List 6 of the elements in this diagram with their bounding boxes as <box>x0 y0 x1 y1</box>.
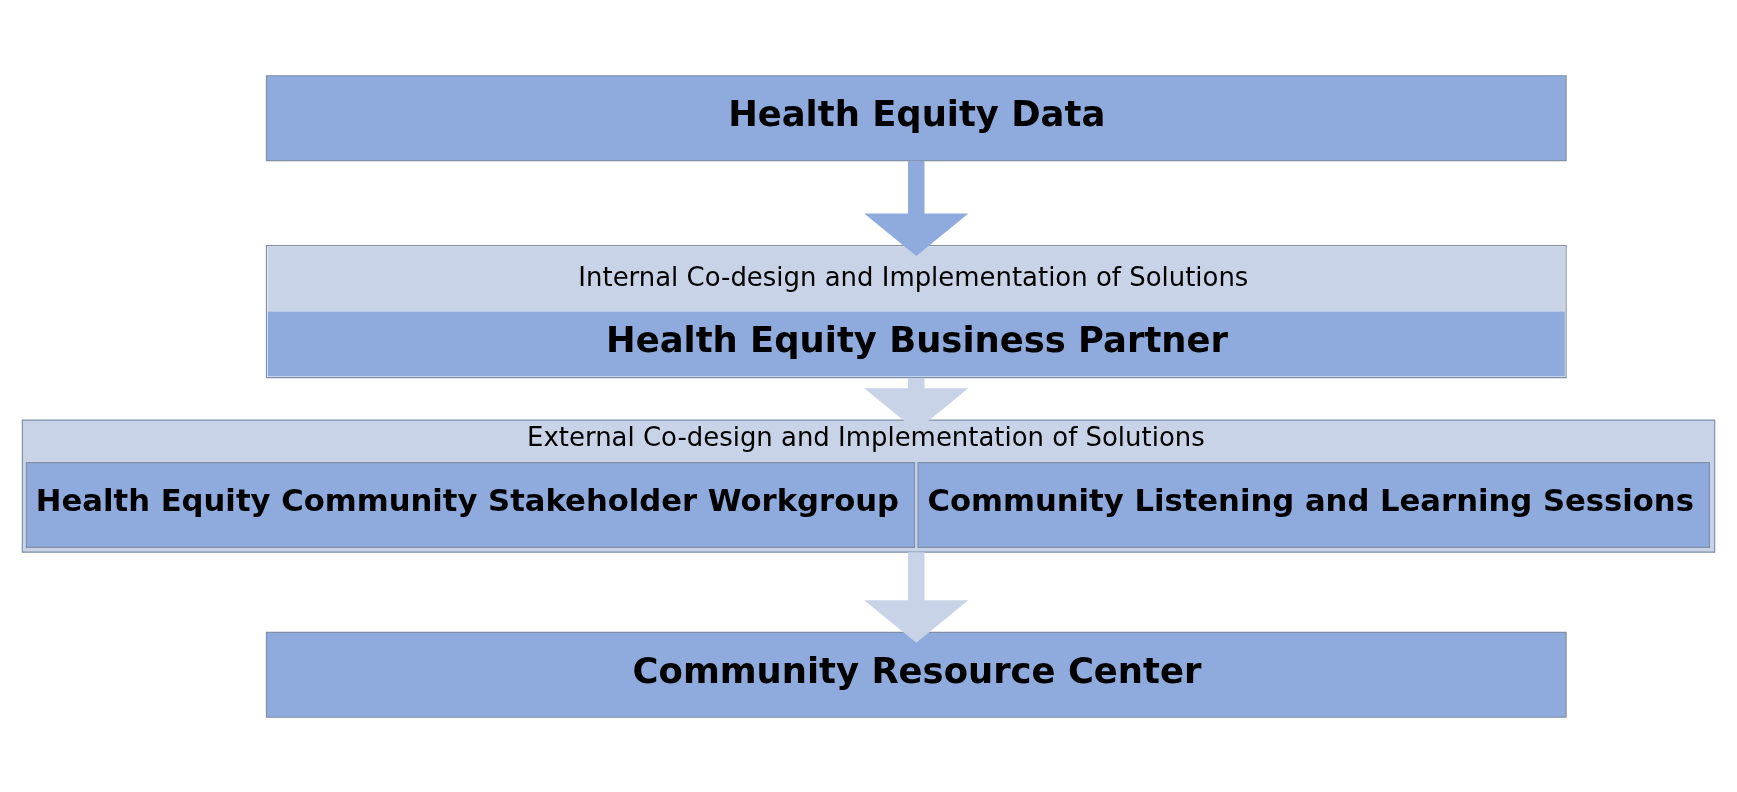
arrow <box>864 160 969 256</box>
node-box: Community Resource Center <box>265 631 1567 718</box>
node-box: Health Equity Community Stakeholder Workgroup <box>25 461 916 548</box>
arrow <box>864 551 969 643</box>
node-box: Community Listening and Learning Sessions <box>917 461 1710 548</box>
node-box: Health Equity Data <box>265 74 1567 161</box>
